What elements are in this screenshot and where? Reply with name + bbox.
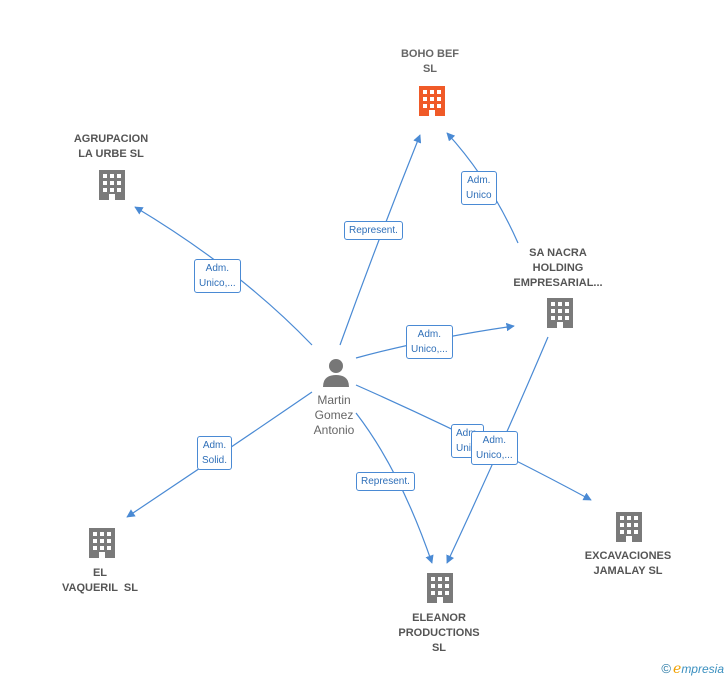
person-label: Martin Gomez Antonio (313, 393, 355, 437)
relation-label-adm-unico-sa-nacra-eleanor[interactable]: Adm. Unico,... (471, 431, 518, 465)
building-icon[interactable] (417, 84, 447, 118)
building-icon[interactable] (614, 510, 644, 544)
relation-label-adm-solid-el-vaqueril[interactable]: Adm. Solid. (197, 436, 233, 470)
relation-label-represent-eleanor[interactable]: Represent. (356, 472, 415, 491)
relation-label-represent-boho-bef[interactable]: Represent. (344, 221, 403, 240)
company-label-boho-bef: BOHO BEF SL (400, 48, 460, 75)
building-icon[interactable] (87, 526, 117, 560)
building-icon[interactable] (425, 571, 455, 605)
company-label-excavaciones: EXCAVACIONES JAMALAY SL (584, 550, 672, 577)
edge-person-boho-bef (339, 134, 422, 346)
relation-label-adm-unico-sa-nacra[interactable]: Adm. Unico,... (406, 325, 453, 359)
building-icon[interactable] (97, 168, 127, 202)
company-label-el-vaqueril: EL VAQUERIL SL (62, 567, 138, 594)
building-icon[interactable] (545, 296, 575, 330)
company-label-agrupacion: AGRUPACION LA URBE SL (73, 133, 149, 160)
company-label-eleanor: ELEANOR PRODUCTIONS SL (398, 612, 480, 654)
company-label-sa-nacra: SA NACRA HOLDING EMPRESARIAL... (513, 247, 603, 289)
person-icon[interactable] (320, 357, 352, 387)
relation-label-adm-unico-agrupacion[interactable]: Adm. Unico,... (194, 259, 241, 293)
empresia-logo: ©empresia (661, 661, 724, 677)
relation-label-adm-unico-sa-nacra-boho-bef[interactable]: Adm. Unico (461, 171, 497, 205)
copyright-icon: © (661, 661, 672, 676)
